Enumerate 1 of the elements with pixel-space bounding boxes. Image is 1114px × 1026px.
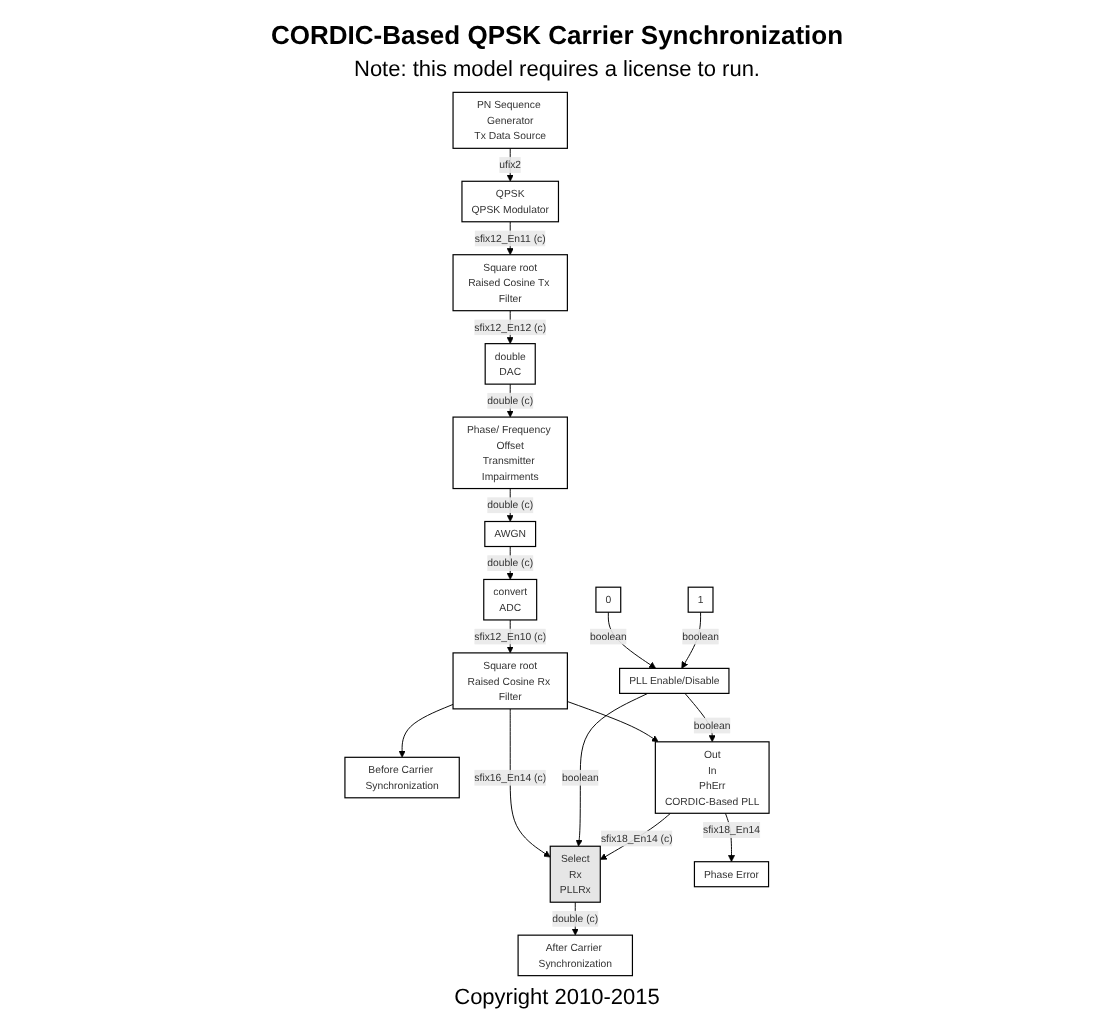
diagram-title: CORDIC-Based QPSK Carrier Synchronization [270,20,844,50]
